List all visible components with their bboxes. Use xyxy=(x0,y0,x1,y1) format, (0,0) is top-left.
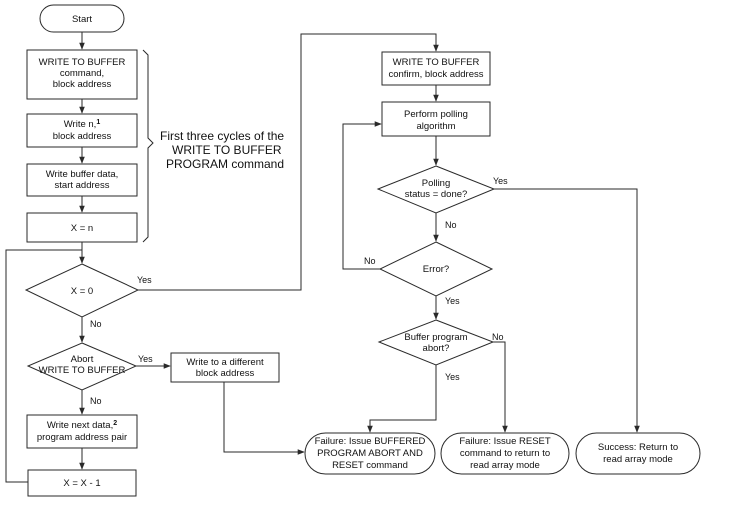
node-polling-status-line-2: status = done? xyxy=(405,189,468,200)
node-start-text: Start xyxy=(72,14,92,25)
node-x-eq-n-text: X = n xyxy=(71,223,93,234)
node-diff-block: Write to a different block address xyxy=(170,352,280,383)
node-write-n-text: Write n, xyxy=(64,119,97,130)
node-success: Success: Return to read array mode xyxy=(575,432,701,475)
arrow-buffer-no xyxy=(493,341,508,433)
label-buffer-no: No xyxy=(492,332,504,342)
node-polling-status: Polling status = done? xyxy=(376,165,496,214)
node-write-data: Write buffer data, start address xyxy=(26,163,138,197)
node-abort: Abort WRITE TO BUFFER xyxy=(26,342,138,391)
arrow-x-eq-0-yes xyxy=(138,33,439,291)
label-buffer-yes: Yes xyxy=(445,372,460,382)
bracket-note: First three cycles of the WRITE TO BUFFE… xyxy=(160,129,284,171)
node-fail-abort-line-1: Failure: Issue BUFFERED xyxy=(315,436,426,447)
node-error: Error? xyxy=(378,241,494,297)
node-write-data-line-1: Write buffer data, xyxy=(46,169,119,180)
node-fail-reset-line-3: read array mode xyxy=(470,460,540,471)
node-write-n-line-1: Write n,1 xyxy=(64,119,101,130)
node-write-n-footnote: 1 xyxy=(96,119,100,126)
label-abort-no: No xyxy=(90,396,102,406)
node-fail-reset-line-2: command to return to xyxy=(460,448,550,459)
arrow-buffer-yes xyxy=(367,365,437,433)
label-x-eq-0-no: No xyxy=(90,319,102,329)
node-abort-line-2: WRITE TO BUFFER xyxy=(39,365,126,376)
bracket xyxy=(142,49,154,243)
node-x-eq-n: X = n xyxy=(26,212,138,243)
node-fail-reset-line-1: Failure: Issue RESET xyxy=(459,436,551,447)
node-x-eq-0: X = 0 xyxy=(24,263,140,318)
node-buffer-abort-line-1: Buffer program xyxy=(404,332,467,343)
node-x-minus-text: X = X - 1 xyxy=(63,478,100,489)
node-x-eq-0-text: X = 0 xyxy=(71,286,93,297)
node-fail-reset: Failure: Issue RESET command to return t… xyxy=(440,432,570,475)
node-write-cmd: WRITE TO BUFFER command, block address xyxy=(26,49,138,100)
node-start: Start xyxy=(39,4,125,33)
node-diff-block-line-1: Write to a different xyxy=(186,357,264,368)
arrow-loop-back xyxy=(5,249,82,483)
label-error-no: No xyxy=(364,256,376,266)
node-buffer-abort: Buffer program abort? xyxy=(377,319,495,366)
arrow-error-no xyxy=(342,121,382,270)
node-polling: Perform polling algorithm xyxy=(381,101,491,137)
node-x-minus: X = X - 1 xyxy=(27,469,137,497)
label-x-eq-0-yes: Yes xyxy=(137,275,152,285)
label-abort-yes: Yes xyxy=(138,354,153,364)
bracket-note-line-1: First three cycles of the xyxy=(160,129,284,143)
node-polling-line-2: algorithm xyxy=(416,121,455,132)
node-write-data-line-2: start address xyxy=(55,180,110,191)
node-error-text: Error? xyxy=(423,264,449,275)
label-polling-no: No xyxy=(445,220,457,230)
label-error-yes: Yes xyxy=(445,296,460,306)
node-buffer-abort-line-2: abort? xyxy=(423,343,450,354)
node-write-next-line-1: Write next data,2 xyxy=(47,420,117,431)
node-abort-line-1: Abort xyxy=(71,354,94,365)
node-write-cmd-line-2: command, xyxy=(60,68,104,79)
branch-labels: Yes No Yes No Yes No No Yes No Yes xyxy=(90,176,508,406)
node-confirm: WRITE TO BUFFER confirm, block address xyxy=(381,51,491,86)
node-fail-abort-line-3: RESET command xyxy=(332,460,408,471)
label-polling-yes: Yes xyxy=(493,176,508,186)
node-success-line-2: read array mode xyxy=(603,454,673,465)
node-success-line-1: Success: Return to xyxy=(598,442,678,453)
node-write-cmd-line-1: WRITE TO BUFFER xyxy=(39,57,126,68)
node-write-next-footnote: 2 xyxy=(113,420,117,427)
node-write-n-line-2: block address xyxy=(53,131,112,142)
bracket-note-line-3: PROGRAM command xyxy=(166,157,284,171)
node-confirm-line-1: WRITE TO BUFFER xyxy=(393,57,480,68)
arrow-diff-block-to-fail xyxy=(223,382,305,455)
node-confirm-line-2: confirm, block address xyxy=(388,69,483,80)
node-fail-abort-line-2: PROGRAM ABORT AND xyxy=(317,448,423,459)
node-write-next: Write next data,2 program address pair xyxy=(26,414,138,449)
connectors xyxy=(5,32,640,483)
node-write-n: Write n,1 block address xyxy=(26,113,138,148)
node-polling-status-line-1: Polling xyxy=(422,178,451,189)
node-polling-line-1: Perform polling xyxy=(404,109,468,120)
node-fail-abort: Failure: Issue BUFFERED PROGRAM ABORT AN… xyxy=(304,432,436,475)
node-write-cmd-line-3: block address xyxy=(53,79,112,90)
node-write-next-text: Write next data, xyxy=(47,420,113,431)
node-diff-block-line-2: block address xyxy=(196,368,255,379)
node-write-next-line-2: program address pair xyxy=(37,432,127,443)
arrow-status-yes xyxy=(494,188,640,433)
bracket-note-line-2: WRITE TO BUFFER xyxy=(172,143,282,157)
